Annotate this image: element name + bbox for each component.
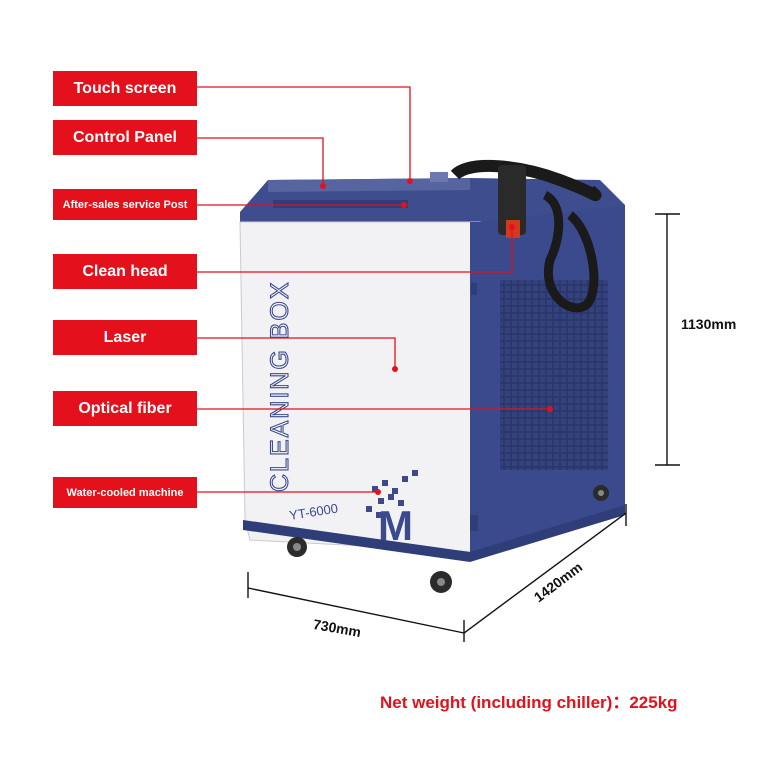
- callout-laser: Laser: [53, 320, 197, 355]
- dimension-lines: [247, 213, 680, 642]
- net-weight-text: Net weight (including chiller)：225kg: [380, 693, 678, 712]
- brand-logo: M: [378, 502, 413, 549]
- caster-wheels: [287, 485, 609, 593]
- callout-optical-fiber: Optical fiber: [53, 391, 197, 426]
- callout-touch-screen: Touch screen: [53, 71, 197, 106]
- callout-water-cooled: Water-cooled machine: [53, 477, 197, 508]
- callout-control-panel: Control Panel: [53, 120, 197, 155]
- callout-clean-head: Clean head: [53, 254, 197, 289]
- dimension-height: 1130mm: [681, 316, 737, 332]
- callout-after-sales: After-sales service Post: [53, 189, 197, 220]
- machine-grille: [500, 280, 608, 470]
- cleaning-box-text: CLEANING BOX: [266, 280, 294, 492]
- callout-dots: [320, 178, 553, 495]
- callout-lines: [197, 86, 550, 493]
- pixel-pattern: [366, 470, 418, 518]
